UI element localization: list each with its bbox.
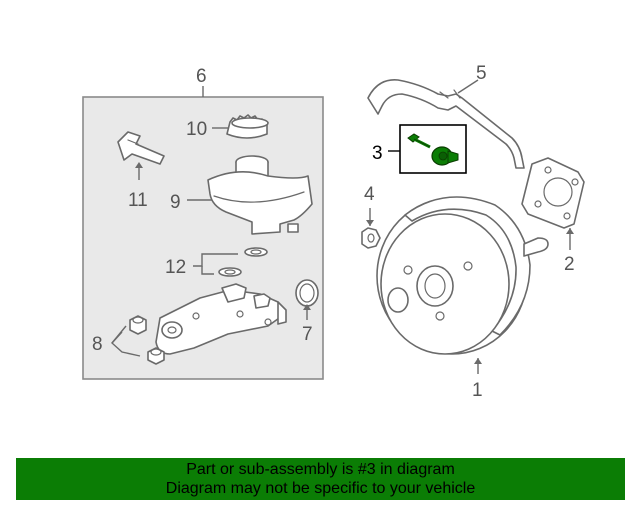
- callout-3: 3: [372, 143, 383, 164]
- callout-6: 6: [196, 66, 207, 87]
- callout-9: 9: [170, 192, 181, 213]
- reservoir-cap-part[interactable]: [212, 114, 269, 139]
- reservoir-part[interactable]: [187, 155, 313, 235]
- callout-7: 7: [302, 324, 313, 345]
- master-cylinder-body-part[interactable]: [155, 283, 287, 355]
- highlighted-part-3[interactable]: [388, 124, 467, 174]
- plug-part[interactable]: [111, 315, 165, 365]
- seal-part[interactable]: [295, 279, 319, 320]
- vacuum-hose-part[interactable]: [367, 79, 525, 169]
- callout-4: 4: [364, 184, 375, 205]
- callout-8: 8: [92, 334, 103, 355]
- level-sensor-part[interactable]: [117, 131, 165, 180]
- callout-1: 1: [472, 380, 483, 401]
- banner-line-part-number: Part or sub-assembly is #3 in diagram: [186, 461, 455, 478]
- nut-part[interactable]: [361, 208, 381, 249]
- banner-line-disclaimer: Diagram may not be specific to your vehi…: [165, 480, 476, 497]
- gasket-part[interactable]: [521, 157, 585, 250]
- brake-booster-part[interactable]: [376, 196, 549, 374]
- callout-5: 5: [476, 63, 487, 84]
- o-ring-part[interactable]: [193, 247, 268, 277]
- callout-10: 10: [186, 119, 207, 140]
- callout-2: 2: [564, 254, 575, 275]
- highlight-info-banner: Part or sub-assembly is #3 in diagram Di…: [16, 458, 625, 500]
- callout-11: 11: [128, 190, 148, 211]
- callout-12: 12: [165, 257, 186, 278]
